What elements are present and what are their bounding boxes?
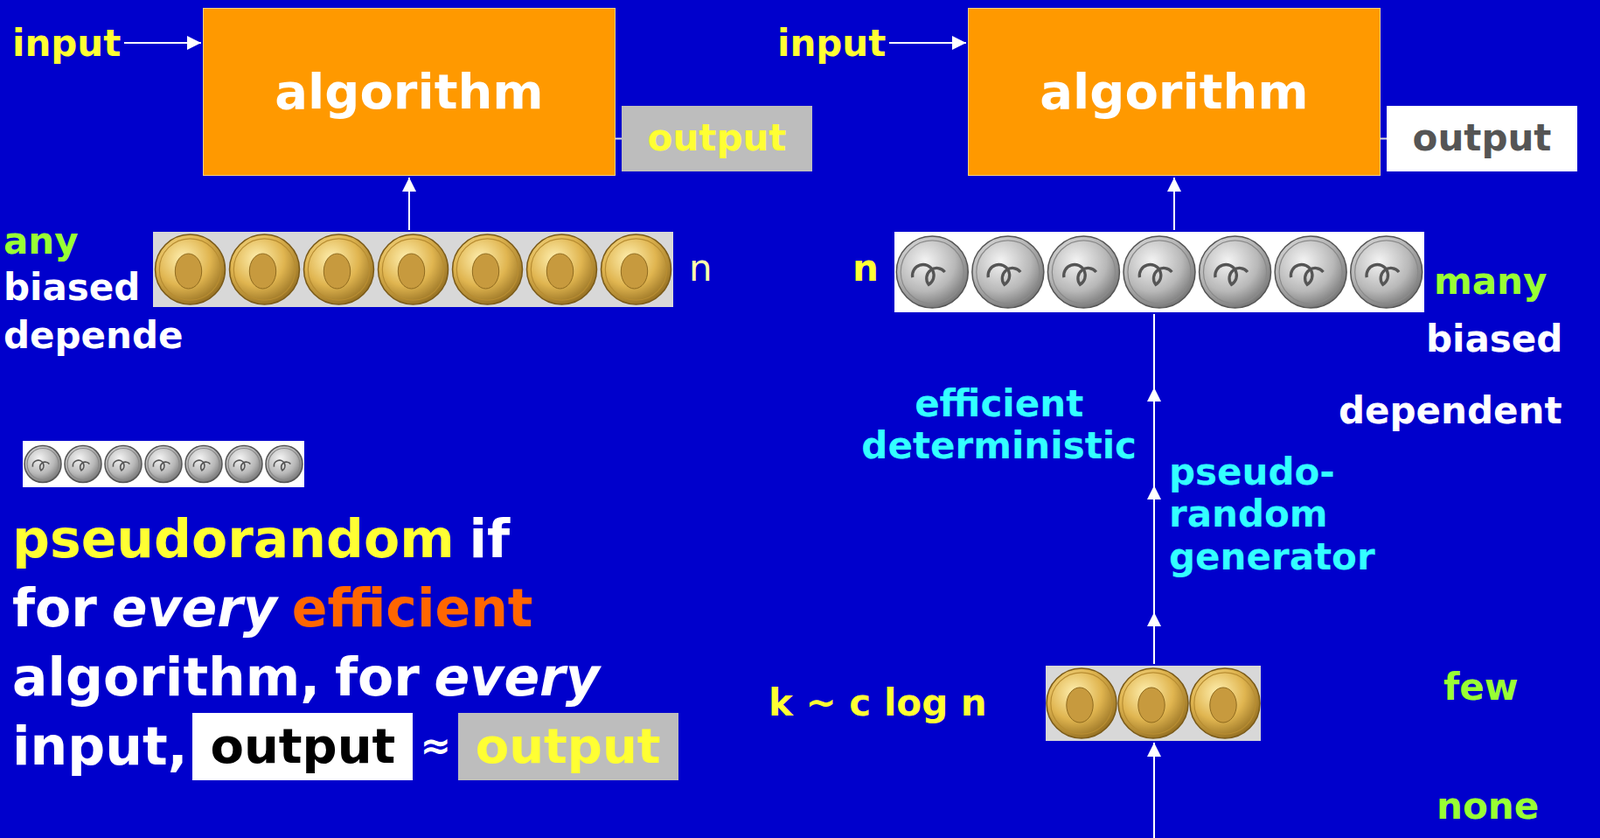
- silver-coin-row: [22, 440, 305, 487]
- approx-symbol: ≈: [419, 724, 451, 767]
- box-label: output: [647, 117, 787, 160]
- gold-coin: [304, 234, 375, 305]
- silver-coin: [1350, 236, 1423, 308]
- silver-coin: [185, 445, 223, 483]
- arrowhead: [1147, 387, 1162, 402]
- text-line: input,: [12, 711, 202, 780]
- silver-coin: [1123, 236, 1196, 308]
- arrowhead: [1147, 612, 1162, 627]
- input-label: input: [12, 22, 121, 65]
- gold-coin-row: [1045, 665, 1261, 741]
- seed-length: k ~ c log n: [768, 681, 988, 724]
- arrow: [1173, 177, 1176, 230]
- text-line: pseudorandomif: [12, 504, 525, 573]
- generator-label: pseudo- random generator: [1168, 451, 1376, 578]
- definition-text: for: [12, 573, 98, 642]
- box-label: output: [475, 717, 661, 774]
- silver-coin: [1047, 236, 1120, 308]
- gold-coin: [1046, 667, 1117, 738]
- box-label: algorithm: [1039, 63, 1308, 120]
- gold-coin: [601, 234, 672, 305]
- output-box: output: [1386, 105, 1578, 172]
- silver-coin: [104, 445, 142, 483]
- definition-text: every: [111, 573, 278, 642]
- gold-coin: [452, 234, 523, 305]
- gold-coin: [378, 234, 449, 305]
- output-box: output: [192, 712, 413, 780]
- coin-strip: [22, 440, 305, 487]
- silver-coin: [1274, 236, 1347, 308]
- silver-coin: [64, 445, 102, 483]
- coin-strip: [894, 231, 1425, 313]
- gold-coin: [1118, 667, 1189, 738]
- silver-coin: [145, 445, 182, 483]
- arrow: [889, 41, 967, 44]
- arrow: [1153, 742, 1155, 838]
- note: efficient deterministic: [861, 382, 1137, 468]
- gold-coin-row: [153, 231, 674, 307]
- definition-text: if: [469, 504, 511, 573]
- arrow: [124, 41, 202, 44]
- definition-text: for: [334, 642, 420, 711]
- box-label: output: [210, 717, 397, 774]
- gold-coin: [527, 234, 598, 305]
- definition-text: algorithm,: [12, 642, 320, 711]
- arrow: [408, 177, 411, 230]
- coin-strip: [153, 231, 674, 307]
- silver-coin: [1199, 236, 1272, 308]
- note: any: [3, 220, 79, 263]
- definition-text: every: [434, 642, 600, 711]
- silver-coin-row: [894, 231, 1425, 313]
- gold-coin: [229, 234, 300, 305]
- definition-text: pseudorandom: [12, 504, 455, 573]
- count-label: n: [852, 247, 879, 290]
- silver-coin: [265, 445, 303, 483]
- definition-text: input,: [12, 711, 188, 780]
- algorithm-box: algorithm: [202, 7, 616, 176]
- box-label: output: [1412, 117, 1552, 160]
- count-label: n: [688, 247, 713, 290]
- silver-coin: [24, 445, 62, 483]
- note: many: [1433, 260, 1547, 303]
- output-box: output: [621, 105, 813, 172]
- gold-coin: [1189, 667, 1260, 738]
- note: biased: [3, 266, 140, 309]
- text-line: algorithm,forevery: [12, 642, 615, 711]
- silver-coin: [896, 236, 968, 308]
- arrowhead: [1147, 485, 1162, 500]
- definition-text: efficient: [292, 573, 534, 642]
- coin-strip: [1045, 665, 1261, 741]
- note: dependent: [1338, 389, 1563, 432]
- note: none: [1436, 785, 1539, 828]
- connector: [1380, 138, 1387, 140]
- silver-coin: [225, 445, 263, 483]
- note: biased: [1426, 318, 1563, 361]
- note: few: [1443, 666, 1519, 709]
- connector: [615, 138, 622, 140]
- box-label: algorithm: [274, 63, 543, 120]
- silver-coin: [972, 236, 1044, 308]
- text-line: foreveryefficient: [12, 573, 548, 642]
- gold-coin: [155, 234, 226, 305]
- output-box: output: [458, 712, 679, 780]
- algorithm-box: algorithm: [967, 7, 1381, 176]
- note: depende: [3, 314, 184, 357]
- input-label: input: [777, 22, 886, 65]
